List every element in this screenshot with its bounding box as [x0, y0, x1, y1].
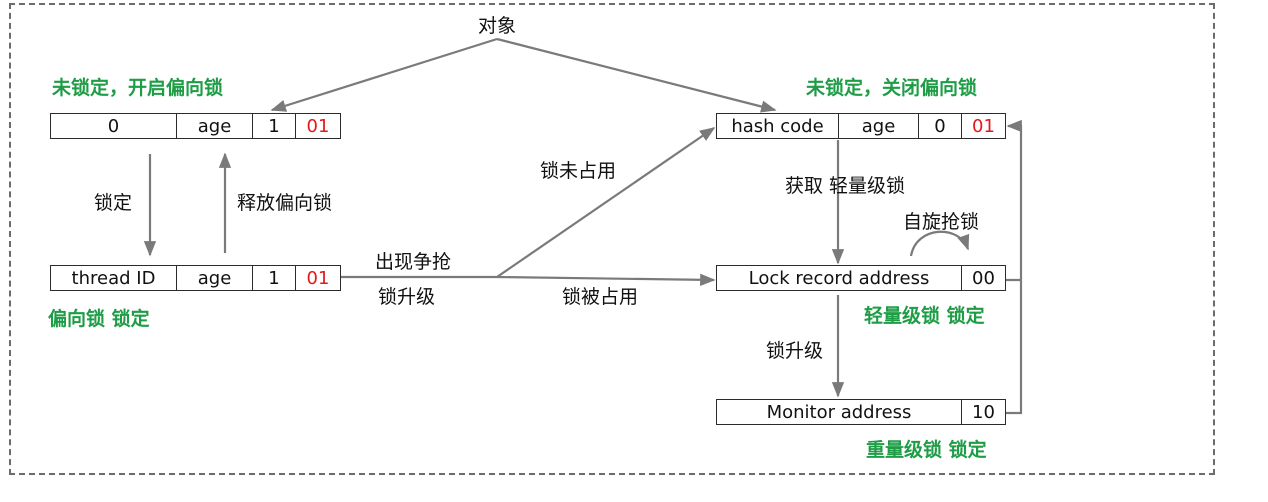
object-to-biased-record — [270, 37, 498, 112]
unlocked-biased-label: 未锁定，开启偏向锁 — [52, 77, 224, 99]
lightweight-record: Lock record address 00 — [716, 265, 1006, 291]
record-field: thread ID — [51, 266, 177, 290]
acquire-lightweight-label: 获取 轻量级锁 — [785, 175, 906, 197]
biased-locked-record: thread ID age 1 01 — [50, 265, 341, 291]
record-flag: 00 — [972, 267, 995, 289]
release-bias-label: 释放偏向锁 — [237, 192, 333, 214]
unlocked-no-bias-label: 未锁定，关闭偏向锁 — [806, 77, 978, 99]
upgrade2-label: 锁升级 — [766, 340, 824, 362]
release-return-arrow — [1006, 126, 1021, 415]
record-field: Monitor address — [717, 400, 962, 424]
occupied-label: 锁被占用 — [562, 286, 639, 308]
heavyweight-locked-label: 重量级锁 锁定 — [866, 439, 987, 461]
contention-label: 出现争抢 — [375, 251, 452, 273]
record-field: 0 — [51, 114, 177, 138]
record-field: hash code — [717, 114, 839, 138]
upgrade-label: 锁升级 — [378, 286, 436, 308]
heavyweight-record: Monitor address 10 — [716, 399, 1006, 425]
lightweight-locked-label: 轻量级锁 锁定 — [864, 305, 985, 327]
biased-locked-label: 偏向锁 锁定 — [48, 308, 150, 330]
biased-unlocked-record: 0 age 1 01 — [50, 113, 341, 139]
record-field: age — [177, 114, 253, 138]
normal-record: hash code age 0 01 — [716, 113, 1006, 139]
record-field: age — [839, 114, 919, 138]
record-field: 1 — [253, 266, 296, 290]
record-field: 1 — [253, 114, 296, 138]
spin-arrow — [909, 230, 970, 257]
object-label: 对象 — [478, 15, 517, 37]
record-flag: 01 — [972, 115, 995, 137]
record-field: 0 — [919, 114, 962, 138]
record-flag: 10 — [972, 401, 995, 423]
record-flag: 01 — [306, 115, 330, 137]
spin-label: 自旋抢锁 — [903, 211, 980, 233]
record-flag: 01 — [306, 267, 330, 289]
object-to-normal-record — [496, 37, 777, 113]
lock-label: 锁定 — [94, 192, 133, 214]
record-field: age — [177, 266, 253, 290]
not-occupied-arrow — [496, 127, 716, 278]
diagram-frame — [9, 3, 1215, 475]
not-occupied-label: 锁未占用 — [540, 160, 617, 182]
occupied-arrow — [496, 273, 716, 286]
record-field: Lock record address — [717, 266, 962, 290]
